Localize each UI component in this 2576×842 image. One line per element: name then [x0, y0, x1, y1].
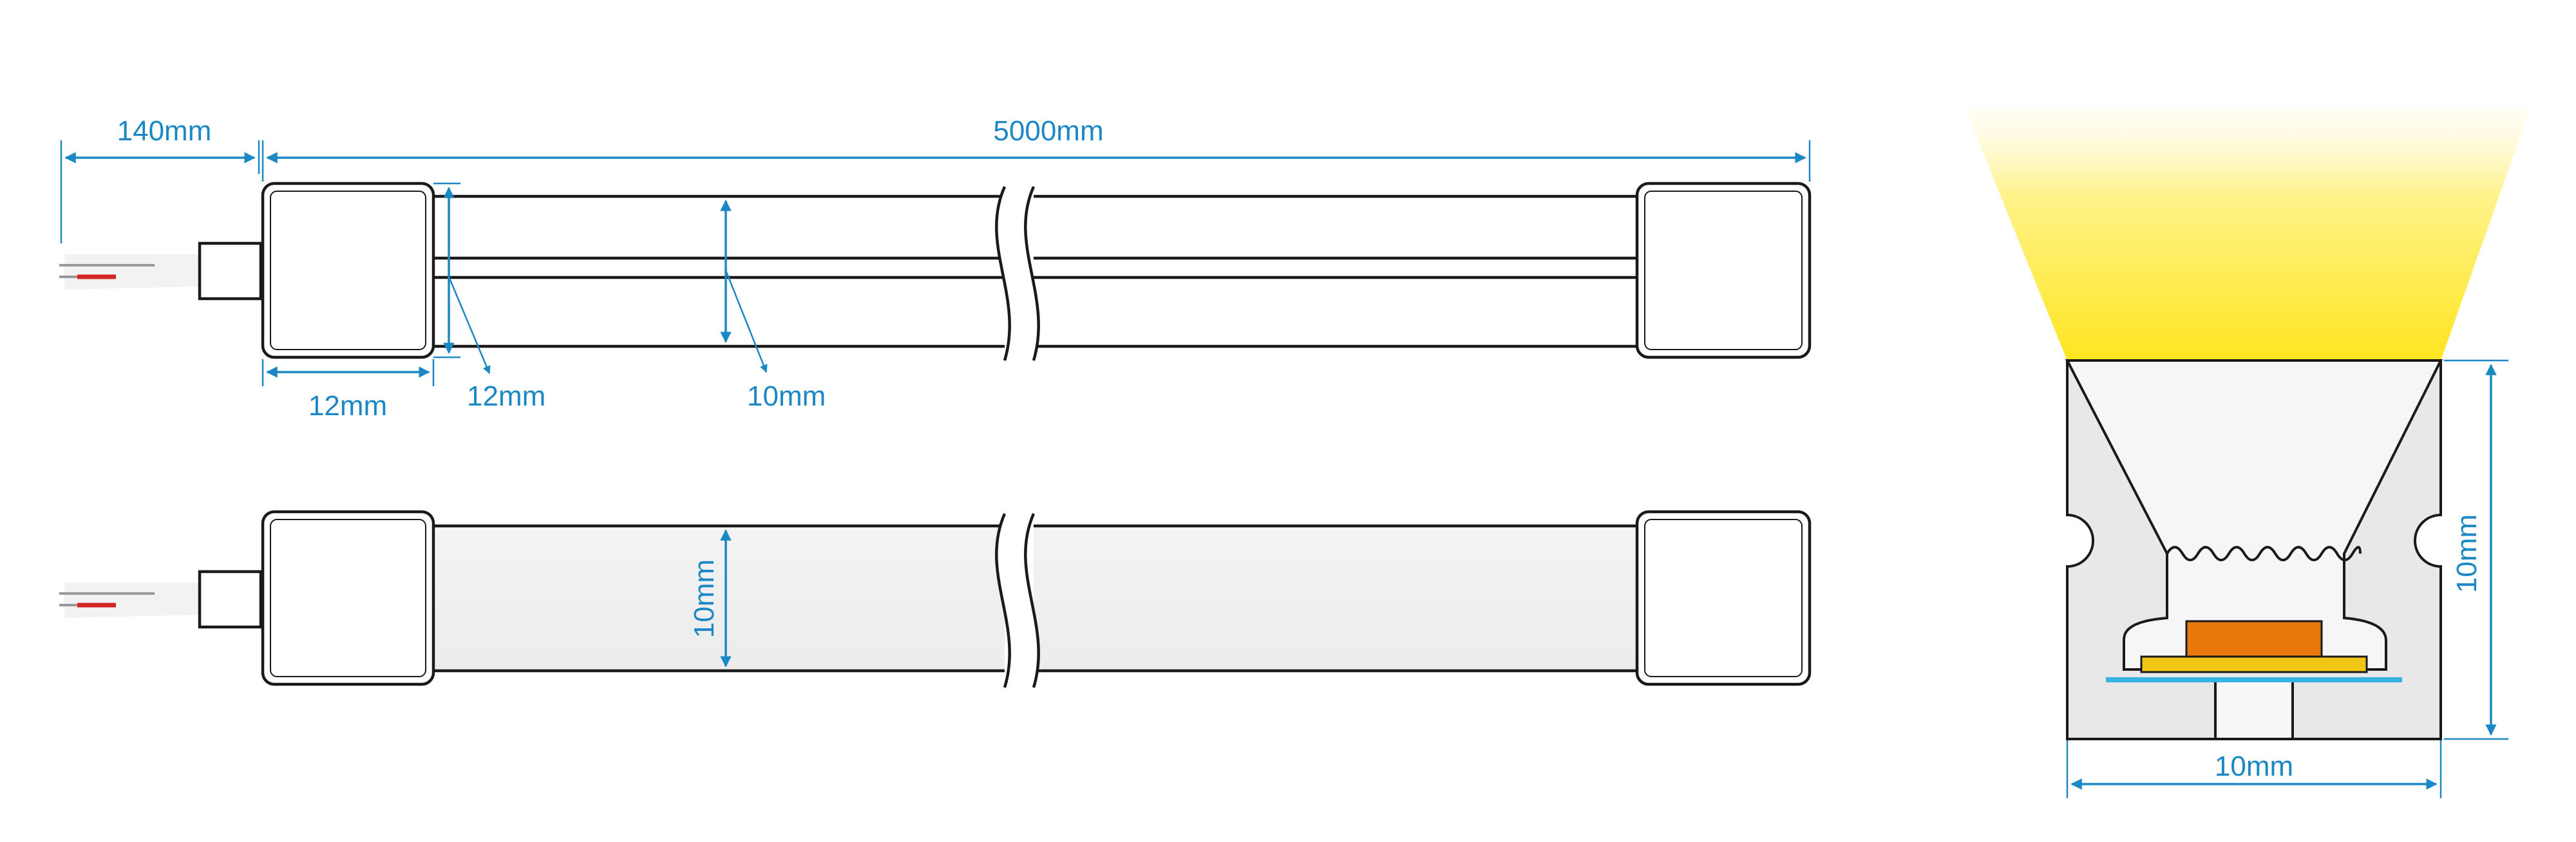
dim-lead-length: 140mm	[60, 115, 260, 243]
top-right-end-cap-inner	[1644, 191, 1803, 350]
label-end-cap-height: 12mm	[467, 380, 545, 412]
top-tube-body	[431, 194, 1639, 348]
dim-tube-height: 10mm	[720, 200, 826, 412]
label-side-view-height: 10mm	[688, 559, 720, 638]
base-slot	[2214, 678, 2294, 740]
label-tube-height: 10mm	[747, 380, 826, 412]
dim-section-width: 10mm	[2066, 740, 2442, 798]
top-right-end-cap	[1635, 182, 1812, 359]
led-chip	[2185, 620, 2323, 658]
side-break-mark	[995, 513, 1040, 688]
top-view-strip	[59, 182, 1812, 361]
cross-section	[1964, 106, 2531, 740]
light-beam	[1964, 106, 2531, 360]
diffuser-wave	[2166, 546, 2362, 561]
side-view-strip	[59, 510, 1812, 688]
top-lead-wire	[59, 241, 263, 301]
dim-end-cap-height: 12mm	[433, 182, 545, 412]
top-left-end-cap-inner	[270, 191, 426, 350]
side-tube-body	[431, 524, 1639, 673]
dim-total-length: 5000mm	[261, 115, 1811, 182]
label-section-height: 10mm	[2451, 514, 2483, 593]
label-end-cap-length: 12mm	[308, 390, 387, 422]
pcb-strip	[2140, 655, 2368, 673]
side-right-end-cap	[1635, 510, 1812, 686]
side-left-end-cap	[261, 510, 435, 686]
top-break-mark	[995, 186, 1040, 361]
dim-end-cap-length: 12mm	[261, 359, 435, 422]
label-lead-length: 140mm	[117, 115, 212, 147]
dim-side-view-height: 10mm	[688, 529, 732, 668]
diffuser-chamber	[2065, 359, 2443, 671]
top-left-end-cap	[261, 182, 435, 359]
dim-section-height: 10mm	[2444, 359, 2508, 740]
side-lead-wire	[59, 570, 263, 629]
side-left-end-cap-inner	[270, 519, 426, 677]
label-total-length: 5000mm	[993, 115, 1103, 147]
side-right-end-cap-inner	[1644, 519, 1803, 677]
label-section-width: 10mm	[2215, 751, 2293, 782]
